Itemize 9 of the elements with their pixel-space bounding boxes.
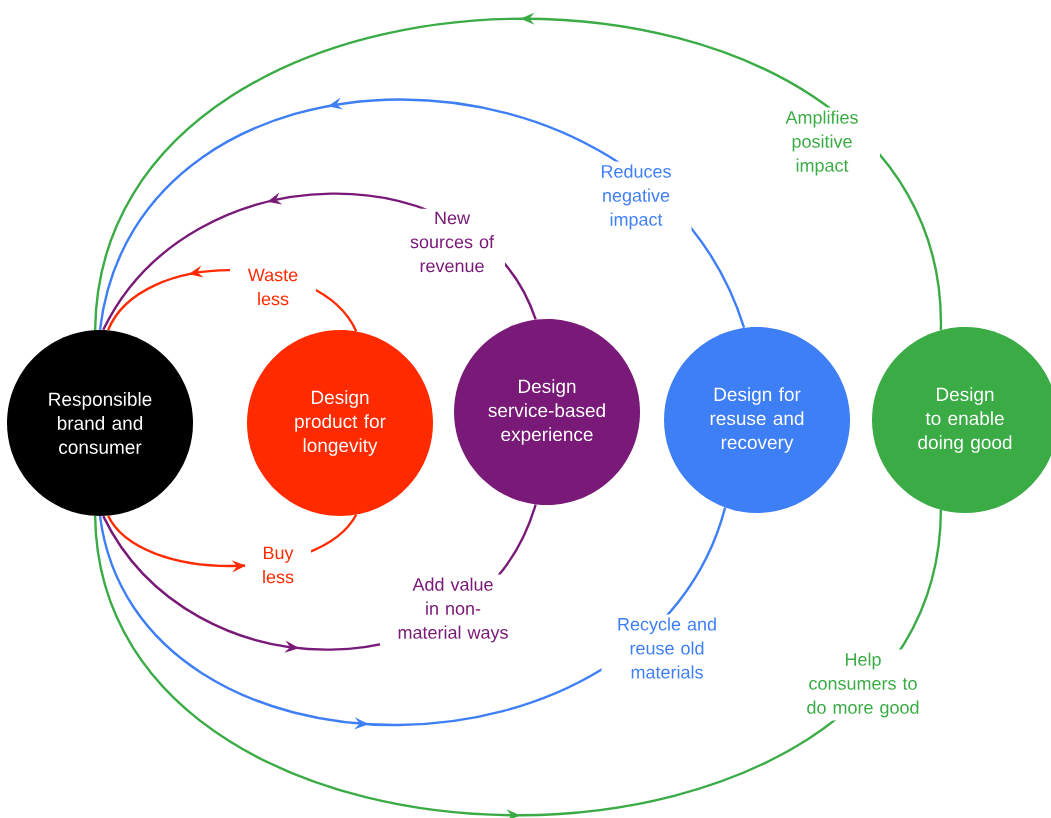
- arrow: [93, 509, 943, 818]
- edge-label: Reduces negative impact: [580, 161, 692, 233]
- edge-label: Add value in non-material ways: [380, 574, 526, 646]
- edge-label: New sources of revenue: [399, 208, 505, 276]
- edge-label: Recycle and reuse old materials: [601, 614, 733, 682]
- edge-label: Help consumers to do more good: [795, 649, 931, 721]
- edge-label: Waste less: [230, 265, 316, 309]
- edge-label: Amplifies positive impact: [764, 107, 880, 179]
- edge-label: Buy less: [245, 543, 311, 587]
